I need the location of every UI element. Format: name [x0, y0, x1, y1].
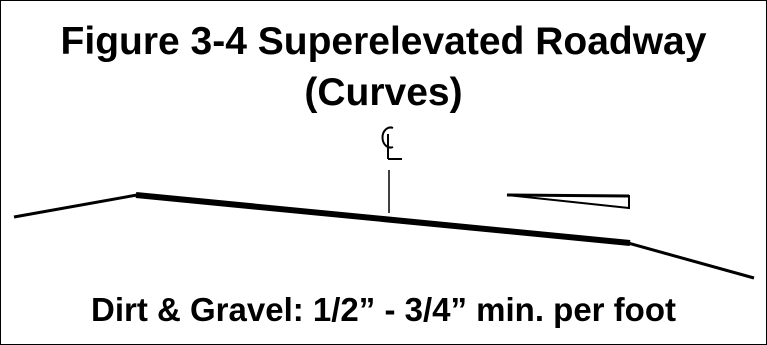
centerline-symbol [381, 126, 402, 160]
figure-title-line-2: (Curves) [304, 71, 463, 114]
surface-type-caption: Dirt & Gravel: 1/2” - 3/4” min. per foot [91, 291, 676, 328]
left-shoulder-line [13, 193, 138, 219]
right-shoulder-line [627, 241, 755, 280]
figure-title-line-1: Figure 3-4 Superelevated Roadway [60, 20, 707, 63]
centerline-c [381, 126, 394, 149]
roadway-surface-line [135, 192, 631, 246]
slope-wedge-top-edge [506, 193, 630, 198]
